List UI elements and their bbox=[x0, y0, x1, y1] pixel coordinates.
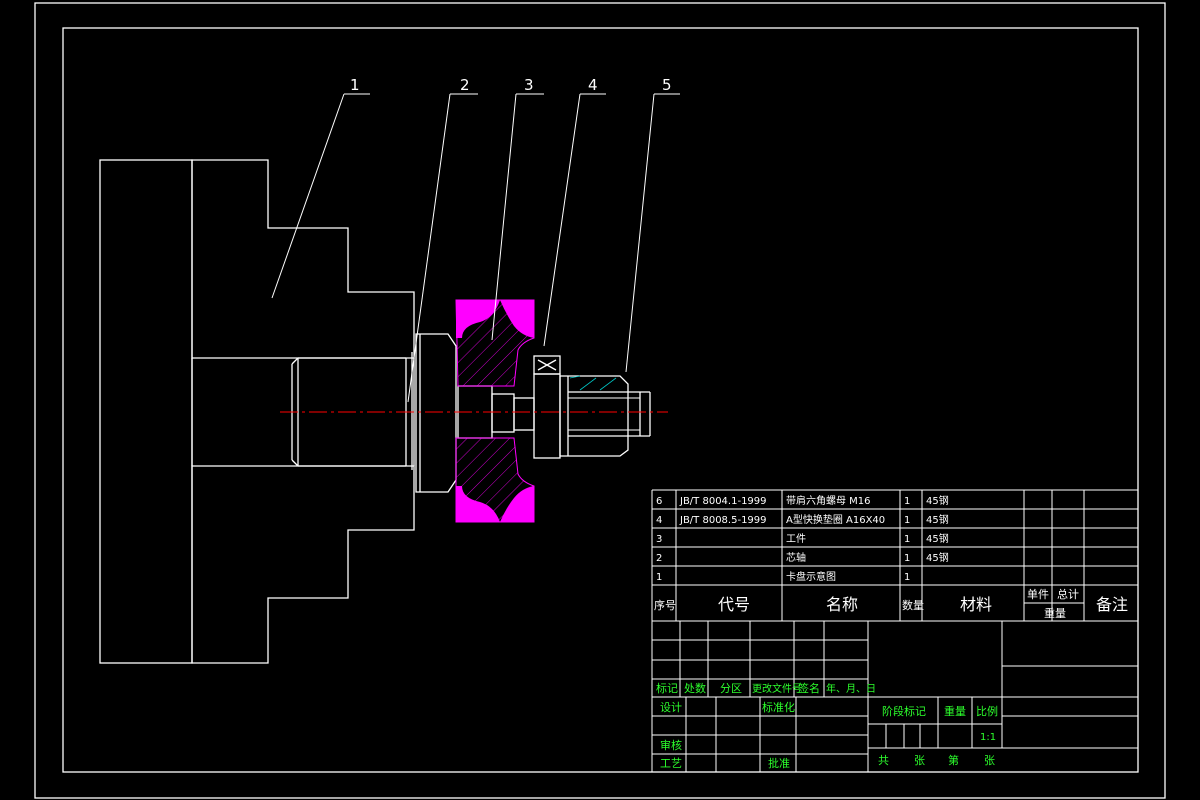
tb-scale: 比例 bbox=[976, 704, 998, 718]
parts-list-header: 序号 代号 名称 数量 材料 单件 总计 重量 备注 bbox=[654, 587, 1128, 620]
table-row: 45钢 bbox=[926, 551, 949, 564]
table-row: 1 bbox=[904, 496, 910, 507]
table-row: 芯轴 bbox=[786, 551, 806, 564]
tb-process: 工艺 bbox=[660, 757, 682, 770]
tb-sheet-unit2: 张 bbox=[984, 754, 995, 767]
title-block-grid bbox=[652, 621, 1138, 772]
balloon-4: 4 bbox=[588, 76, 598, 94]
header-total: 总计 bbox=[1057, 587, 1079, 601]
tb-total-sheets: 共 bbox=[878, 754, 889, 767]
balloon-3: 3 bbox=[524, 76, 534, 94]
parts-list-grid bbox=[651, 489, 1138, 772]
parts-list-rows: 6 JB/T 8004.1-1999 带肩六角螺母 M16 1 45钢 4 JB… bbox=[656, 494, 949, 583]
table-row: 1 bbox=[656, 572, 662, 583]
tb-weight: 重量 bbox=[944, 704, 966, 718]
tb-sign: 签名 bbox=[798, 681, 820, 695]
table-row: 带肩六角螺母 M16 bbox=[786, 494, 871, 507]
tb-date: 年、月、日 bbox=[826, 682, 876, 695]
table-row: 45钢 bbox=[926, 513, 949, 526]
table-row: 1 bbox=[904, 553, 910, 564]
tb-standard: 标准化 bbox=[762, 700, 795, 714]
tb-count: 处数 bbox=[684, 682, 706, 695]
tb-design: 设计 bbox=[660, 701, 682, 714]
sheet-border bbox=[34, 2, 1166, 799]
tb-stage: 阶段标记 bbox=[882, 704, 926, 718]
title-block-labels: 标记 处数 分区 更改文件号 签名 年、月、日 设计 标准化 审核 工艺 批准 … bbox=[656, 681, 998, 770]
table-row: 45钢 bbox=[926, 494, 949, 507]
table-row: 卡盘示意图 bbox=[786, 570, 836, 583]
balloon-5: 5 bbox=[662, 76, 672, 94]
washer-nut-parts bbox=[533, 355, 651, 459]
balloon-1: 1 bbox=[350, 76, 360, 94]
table-row: JB/T 8008.5-1999 bbox=[679, 515, 767, 526]
chuck-part bbox=[99, 159, 415, 664]
tb-sheet-no: 第 bbox=[948, 753, 959, 767]
header-qty: 数量 bbox=[902, 599, 924, 612]
table-row: 6 bbox=[656, 496, 662, 507]
table-row: A型快换垫圈 A16X40 bbox=[786, 513, 885, 526]
table-row: 工件 bbox=[786, 533, 806, 545]
tb-mark: 标记 bbox=[656, 681, 678, 695]
header-code: 代号 bbox=[718, 595, 750, 614]
tb-zone: 分区 bbox=[720, 682, 742, 695]
table-row: 2 bbox=[656, 553, 662, 564]
table-row: 1 bbox=[904, 572, 910, 583]
balloon-2: 2 bbox=[460, 76, 470, 94]
table-row: 45钢 bbox=[926, 532, 949, 545]
header-no: 序号 bbox=[654, 598, 676, 612]
tb-review: 审核 bbox=[660, 738, 682, 752]
leader-lines bbox=[271, 93, 680, 403]
header-unit: 单件 bbox=[1027, 588, 1049, 601]
header-remark: 备注 bbox=[1096, 595, 1128, 614]
table-row: 1 bbox=[904, 534, 910, 545]
table-row: JB/T 8004.1-1999 bbox=[679, 496, 767, 507]
workpiece-part bbox=[455, 299, 535, 523]
tb-approve: 批准 bbox=[768, 756, 790, 770]
tb-sheet-unit: 张 bbox=[914, 754, 925, 767]
table-row: 4 bbox=[656, 515, 662, 526]
header-material: 材料 bbox=[960, 595, 992, 614]
table-row: 1 bbox=[904, 515, 910, 526]
drawing-frame bbox=[62, 27, 1139, 773]
tb-doc: 更改文件号 bbox=[752, 682, 802, 695]
table-row: 3 bbox=[656, 534, 662, 545]
header-weight: 重量 bbox=[1044, 606, 1066, 620]
tb-scale-value: 1:1 bbox=[980, 732, 996, 743]
header-name: 名称 bbox=[826, 595, 858, 614]
